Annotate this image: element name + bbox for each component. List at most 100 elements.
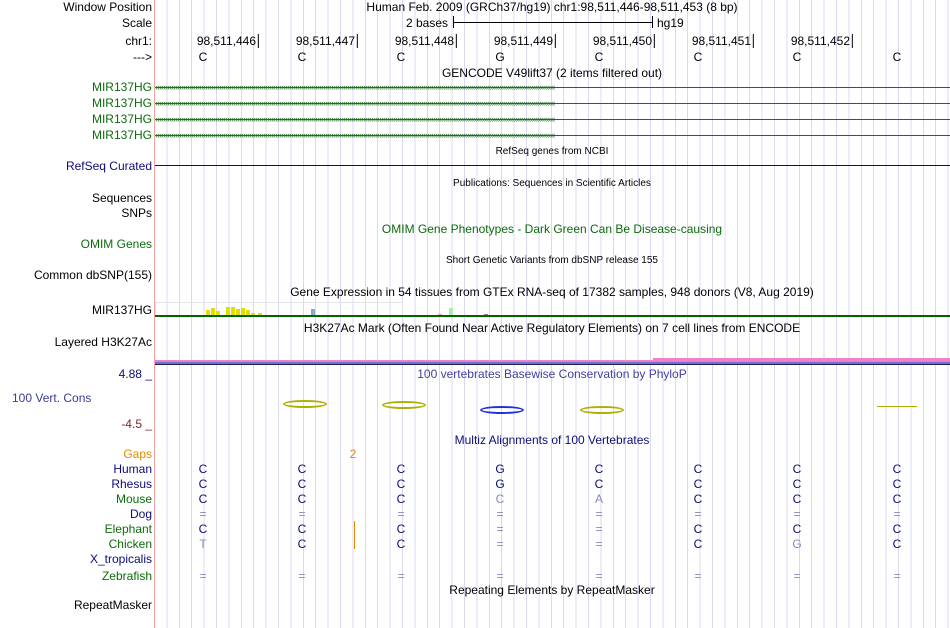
- aligned-base: C: [594, 477, 604, 491]
- phylop-title: 100 vertebrates Basewise Conservation by…: [417, 367, 687, 381]
- aligned-base: C: [297, 522, 307, 536]
- gene-model[interactable]: ‹‹‹‹‹‹‹‹‹‹‹‹‹‹‹‹‹‹‹‹‹‹‹‹‹‹‹‹‹‹‹‹‹‹‹‹‹‹‹‹…: [155, 82, 950, 92]
- aligned-base: C: [396, 477, 406, 491]
- gtex-tissue-bar[interactable]: [231, 307, 235, 316]
- h3k27ac-signal: [155, 360, 950, 362]
- aligned-base: G: [495, 477, 505, 491]
- h3k27ac-signal: [653, 358, 950, 360]
- aligned-base: C: [892, 462, 902, 476]
- coord-label: 98,511,452: [791, 34, 853, 48]
- gtex-chart[interactable]: [155, 302, 488, 316]
- aligned-base: C: [396, 462, 406, 476]
- phylop-mark: [283, 400, 327, 408]
- refseq-gene-line[interactable]: [155, 165, 950, 166]
- gtex-tissue-bar[interactable]: [311, 309, 315, 316]
- aligned-base: C: [792, 492, 802, 506]
- coord-label: 98,511,447: [296, 34, 358, 48]
- gencode-item-label[interactable]: MIR137HG: [91, 96, 152, 110]
- species-label[interactable]: Dog: [129, 507, 152, 521]
- pubs-title: Publications: Sequences in Scientific Ar…: [453, 178, 651, 189]
- refseq-title: RefSeq genes from NCBI: [495, 146, 609, 157]
- browser-grid: [155, 0, 950, 628]
- species-label[interactable]: Chicken: [108, 537, 152, 551]
- gtex-tissue-bar[interactable]: [211, 308, 215, 316]
- gtex-tissue-bar[interactable]: [258, 313, 262, 316]
- aligned-base: =: [793, 569, 801, 583]
- aligned-base: C: [198, 462, 208, 476]
- aligned-base: C: [892, 522, 902, 536]
- species-label[interactable]: Mouse: [115, 492, 152, 506]
- scale-text: 2 bases: [405, 16, 449, 30]
- dbsnp-label[interactable]: Common dbSNP(155): [33, 268, 152, 282]
- gaps-label[interactable]: Gaps: [123, 447, 152, 461]
- aligned-base: =: [397, 507, 405, 521]
- aligned-base: =: [694, 569, 702, 583]
- aligned-base: C: [693, 462, 703, 476]
- gtex-tissue-bar[interactable]: [251, 313, 255, 316]
- aligned-base: =: [199, 569, 207, 583]
- aligned-base: =: [595, 569, 603, 583]
- gap-marker: [354, 521, 355, 549]
- gtex-tissue-bar[interactable]: [226, 307, 230, 316]
- species-label[interactable]: X_tropicalis: [89, 552, 152, 566]
- strand-label: --->: [133, 50, 152, 64]
- pubs-snps-label[interactable]: SNPs: [121, 206, 152, 220]
- phylop-mark: [382, 401, 426, 409]
- gene-model[interactable]: ‹‹‹‹‹‹‹‹‹‹‹‹‹‹‹‹‹‹‹‹‹‹‹‹‹‹‹‹‹‹‹‹‹‹‹‹‹‹‹‹…: [155, 114, 950, 124]
- window-position-label: Window Position: [63, 0, 152, 14]
- pubs-sequences-label[interactable]: Sequences: [91, 191, 152, 205]
- phylop-min: -4.5 _: [121, 417, 152, 431]
- gtex-label[interactable]: MIR137HG: [91, 303, 152, 317]
- h3k27ac-label[interactable]: Layered H3K27Ac: [54, 335, 152, 349]
- dbsnp-title: Short Genetic Variants from dbSNP releas…: [446, 255, 658, 266]
- phylop-label[interactable]: 100 Vert. Cons: [12, 391, 92, 405]
- gtex-tissue-bar[interactable]: [206, 310, 210, 316]
- species-label[interactable]: Elephant: [104, 522, 152, 536]
- gtex-tissue-bar[interactable]: [449, 308, 453, 316]
- aligned-base: =: [298, 507, 306, 521]
- species-label[interactable]: Rhesus: [111, 477, 152, 491]
- phylop-mark: [877, 406, 917, 407]
- aligned-base: C: [892, 492, 902, 506]
- aligned-base: C: [495, 492, 505, 506]
- gencode-item-label[interactable]: MIR137HG: [91, 80, 152, 94]
- h3k27ac-signal: [155, 364, 950, 365]
- aligned-base: =: [397, 569, 405, 583]
- gtex-tissue-bar[interactable]: [241, 308, 245, 316]
- rmsk-label[interactable]: RepeatMasker: [73, 598, 152, 612]
- aligned-base: =: [595, 537, 603, 551]
- reference-base: G: [495, 50, 505, 64]
- aligned-base: =: [595, 522, 603, 536]
- gencode-item-label[interactable]: MIR137HG: [91, 128, 152, 142]
- reference-base: C: [396, 50, 406, 64]
- aligned-base: C: [297, 477, 307, 491]
- refseq-label[interactable]: RefSeq Curated: [65, 159, 152, 173]
- aligned-base: C: [297, 537, 307, 551]
- species-label[interactable]: Human: [113, 462, 152, 476]
- aligned-base: C: [693, 477, 703, 491]
- phylop-mark: [580, 406, 624, 414]
- gap-count: 2: [349, 447, 357, 461]
- species-label[interactable]: Zebrafish: [101, 569, 152, 583]
- omim-title: OMIM Gene Phenotypes - Dark Green Can Be…: [381, 222, 723, 236]
- aligned-base: =: [694, 507, 702, 521]
- aligned-base: =: [199, 507, 207, 521]
- gencode-item-label[interactable]: MIR137HG: [91, 112, 152, 126]
- aligned-base: C: [297, 492, 307, 506]
- aligned-base: C: [693, 522, 703, 536]
- gencode-title: GENCODE V49lift37 (2 items filtered out): [441, 66, 663, 80]
- aligned-base: =: [496, 507, 504, 521]
- omim-label[interactable]: OMIM Genes: [80, 237, 152, 251]
- aligned-base: C: [198, 492, 208, 506]
- gene-model[interactable]: ‹‹‹‹‹‹‹‹‹‹‹‹‹‹‹‹‹‹‹‹‹‹‹‹‹‹‹‹‹‹‹‹‹‹‹‹‹‹‹‹…: [155, 130, 950, 140]
- coord-label: 98,511,446: [197, 34, 259, 48]
- aligned-base: T: [199, 537, 207, 551]
- gtex-tissue-bar[interactable]: [246, 310, 250, 316]
- gtex-tissue-bar[interactable]: [216, 311, 220, 316]
- aligned-base: =: [893, 507, 901, 521]
- reference-base: C: [792, 50, 802, 64]
- reference-base: C: [198, 50, 208, 64]
- gtex-tissue-bar[interactable]: [236, 309, 240, 316]
- gene-model[interactable]: ‹‹‹‹‹‹‹‹‹‹‹‹‹‹‹‹‹‹‹‹‹‹‹‹‹‹‹‹‹‹‹‹‹‹‹‹‹‹‹‹…: [155, 98, 950, 108]
- aligned-base: G: [495, 462, 505, 476]
